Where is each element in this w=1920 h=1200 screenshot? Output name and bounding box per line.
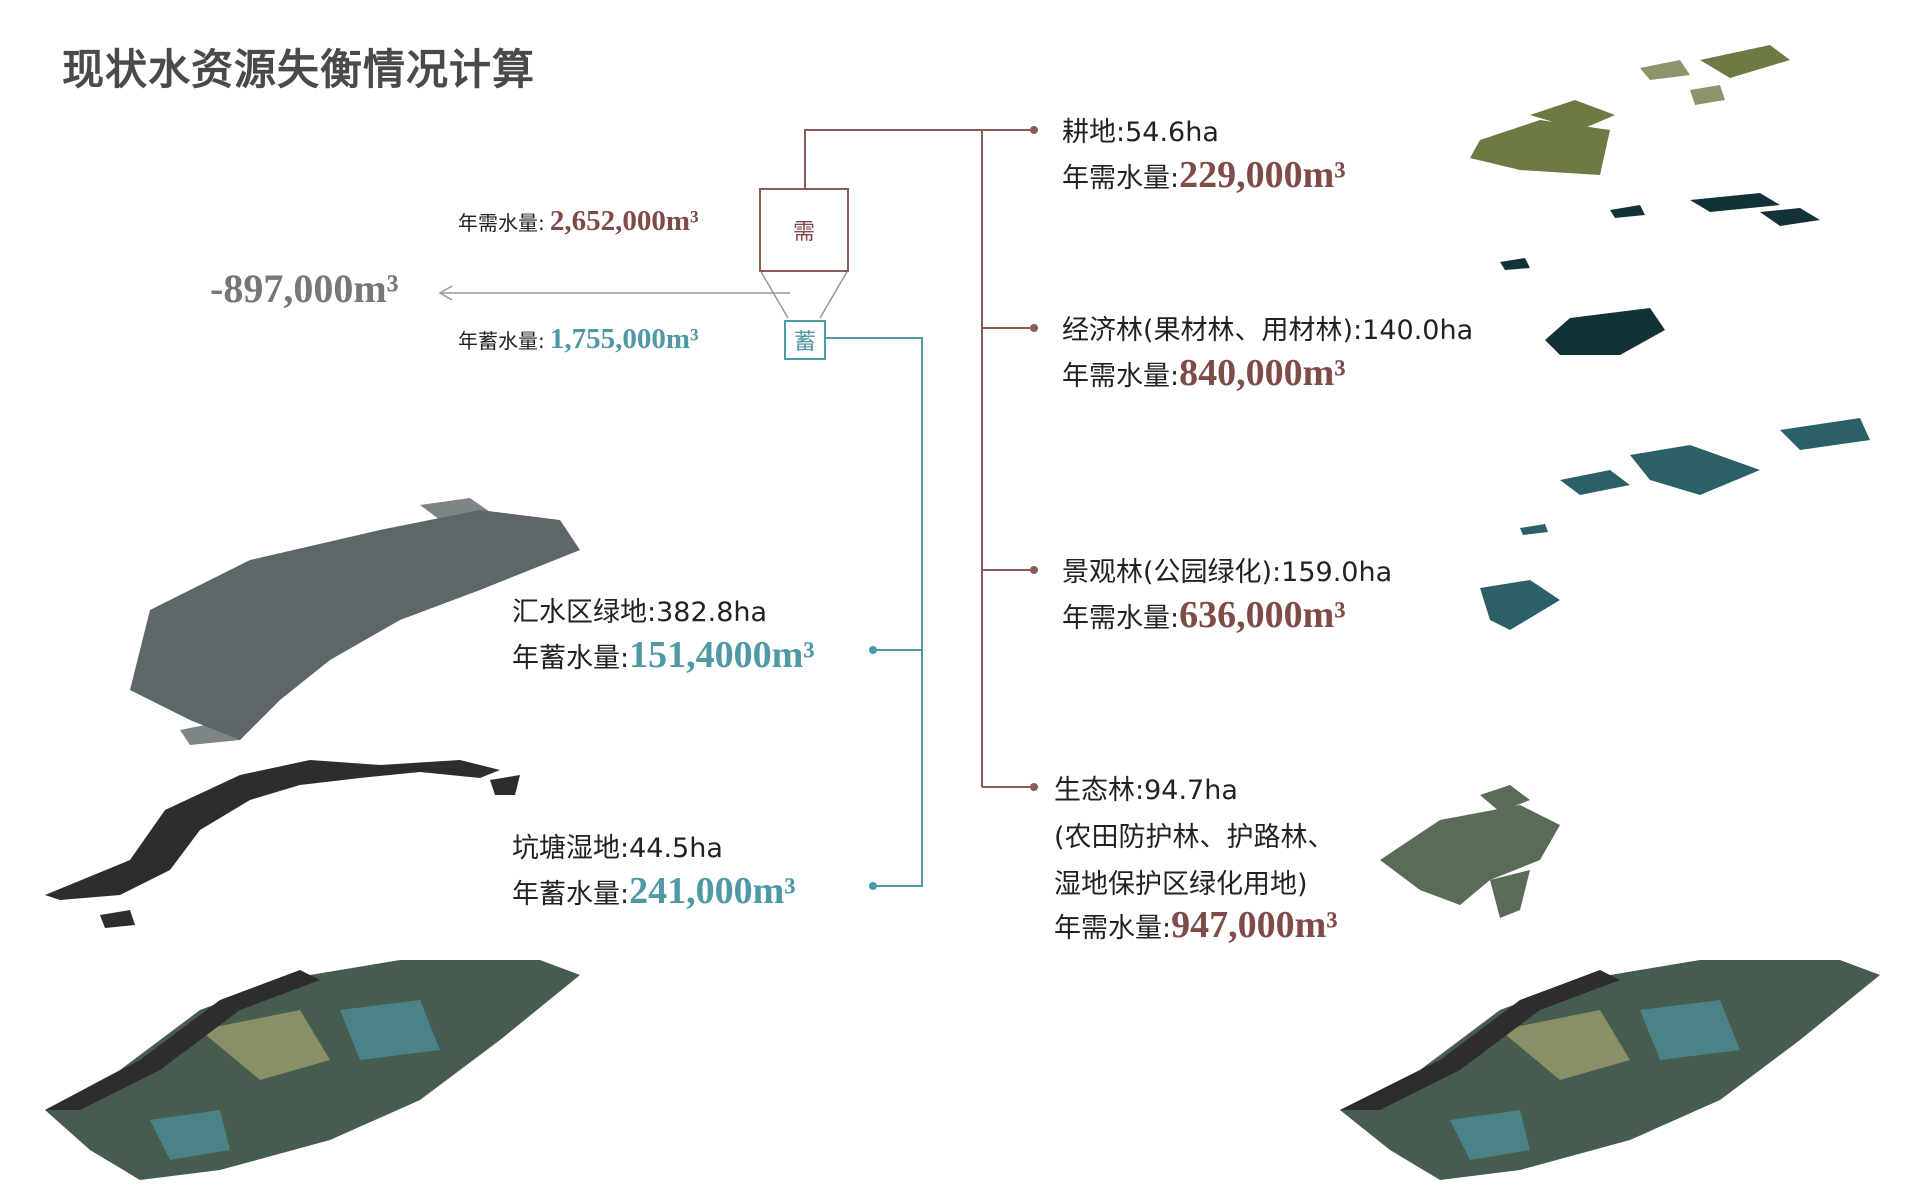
storage-box: 蓄 bbox=[784, 320, 826, 360]
demand-item-ecological: 生态林:94.7ha (农田防护林、护路林、 湿地保护区绿化用地) 年需水量:9… bbox=[1054, 768, 1338, 947]
storage-connectors bbox=[826, 337, 923, 887]
demand-item-value: 229,000m³ bbox=[1179, 154, 1346, 196]
demand-item-landscape: 景观林(公园绿化):159.0ha 年需水量:636,000m³ bbox=[1062, 550, 1392, 637]
map-landscape bbox=[1480, 418, 1870, 630]
demand-total-value: 2,652,000m³ bbox=[549, 205, 699, 237]
storage-total-value: 1,755,000m³ bbox=[549, 323, 699, 355]
map-combined-left bbox=[45, 960, 580, 1180]
demand-item-value: 840,000m³ bbox=[1179, 352, 1346, 394]
demand-item-note: 湿地保护区绿化用地) bbox=[1054, 869, 1308, 900]
map-wetland bbox=[45, 760, 520, 928]
map-economic bbox=[1500, 193, 1820, 355]
demand-item-name: 经济林(果材林、用材林):140.0ha bbox=[1062, 315, 1474, 346]
storage-item-name: 坑塘湿地:44.5ha bbox=[512, 833, 723, 864]
map-catchment bbox=[130, 498, 580, 745]
storage-item-catchment: 汇水区绿地:382.8ha 年蓄水量:151,4000m³ bbox=[512, 590, 815, 677]
demand-item-cropland: 耕地:54.6ha 年需水量:229,000m³ bbox=[1062, 110, 1346, 197]
storage-item-wetland: 坑塘湿地:44.5ha 年蓄水量:241,000m³ bbox=[512, 826, 796, 913]
storage-total: 年蓄水量: 1,755,000m³ bbox=[458, 323, 699, 356]
demand-item-value: 947,000m³ bbox=[1171, 904, 1338, 946]
storage-item-label: 年蓄水量: bbox=[512, 643, 630, 674]
deficit-value: -897,000m³ bbox=[210, 266, 399, 311]
deficit-arrowhead bbox=[438, 285, 453, 301]
demand-item-label: 年需水量: bbox=[1062, 361, 1180, 392]
demand-total: 年需水量: 2,652,000m³ bbox=[458, 205, 699, 238]
demand-total-label: 年需水量: bbox=[458, 211, 545, 235]
demand-item-name: 生态林:94.7ha bbox=[1054, 775, 1238, 806]
demand-item-label: 年需水量: bbox=[1054, 913, 1172, 944]
demand-trunk-line bbox=[804, 129, 1030, 188]
storage-total-label: 年蓄水量: bbox=[458, 329, 545, 353]
map-combined-right bbox=[1340, 960, 1880, 1180]
demand-item-economic: 经济林(果材林、用材林):140.0ha 年需水量:840,000m³ bbox=[1062, 308, 1473, 395]
demand-item-name: 景观林(公园绿化):159.0ha bbox=[1062, 557, 1393, 588]
demand-box-label: 需 bbox=[792, 220, 815, 245]
storage-item-label: 年蓄水量: bbox=[512, 879, 630, 910]
demand-connectors bbox=[804, 129, 1030, 788]
map-cropland bbox=[1470, 45, 1790, 175]
storage-item-name: 汇水区绿地:382.8ha bbox=[512, 597, 768, 628]
demand-item-label: 年需水量: bbox=[1062, 603, 1180, 634]
map-ecological bbox=[1380, 785, 1560, 918]
storage-dots bbox=[869, 646, 877, 890]
storage-item-value: 151,4000m³ bbox=[629, 634, 815, 676]
demand-box: 需 bbox=[759, 188, 849, 272]
demand-item-note: (农田防护林、护路林、 bbox=[1054, 822, 1335, 853]
demand-dots bbox=[1030, 126, 1038, 791]
storage-box-label: 蓄 bbox=[793, 330, 816, 355]
demand-item-name: 耕地:54.6ha bbox=[1062, 117, 1219, 148]
page-title: 现状水资源失衡情况计算 bbox=[62, 45, 536, 94]
demand-item-value: 636,000m³ bbox=[1179, 594, 1346, 636]
storage-item-value: 241,000m³ bbox=[629, 870, 796, 912]
demand-item-label: 年需水量: bbox=[1062, 163, 1180, 194]
